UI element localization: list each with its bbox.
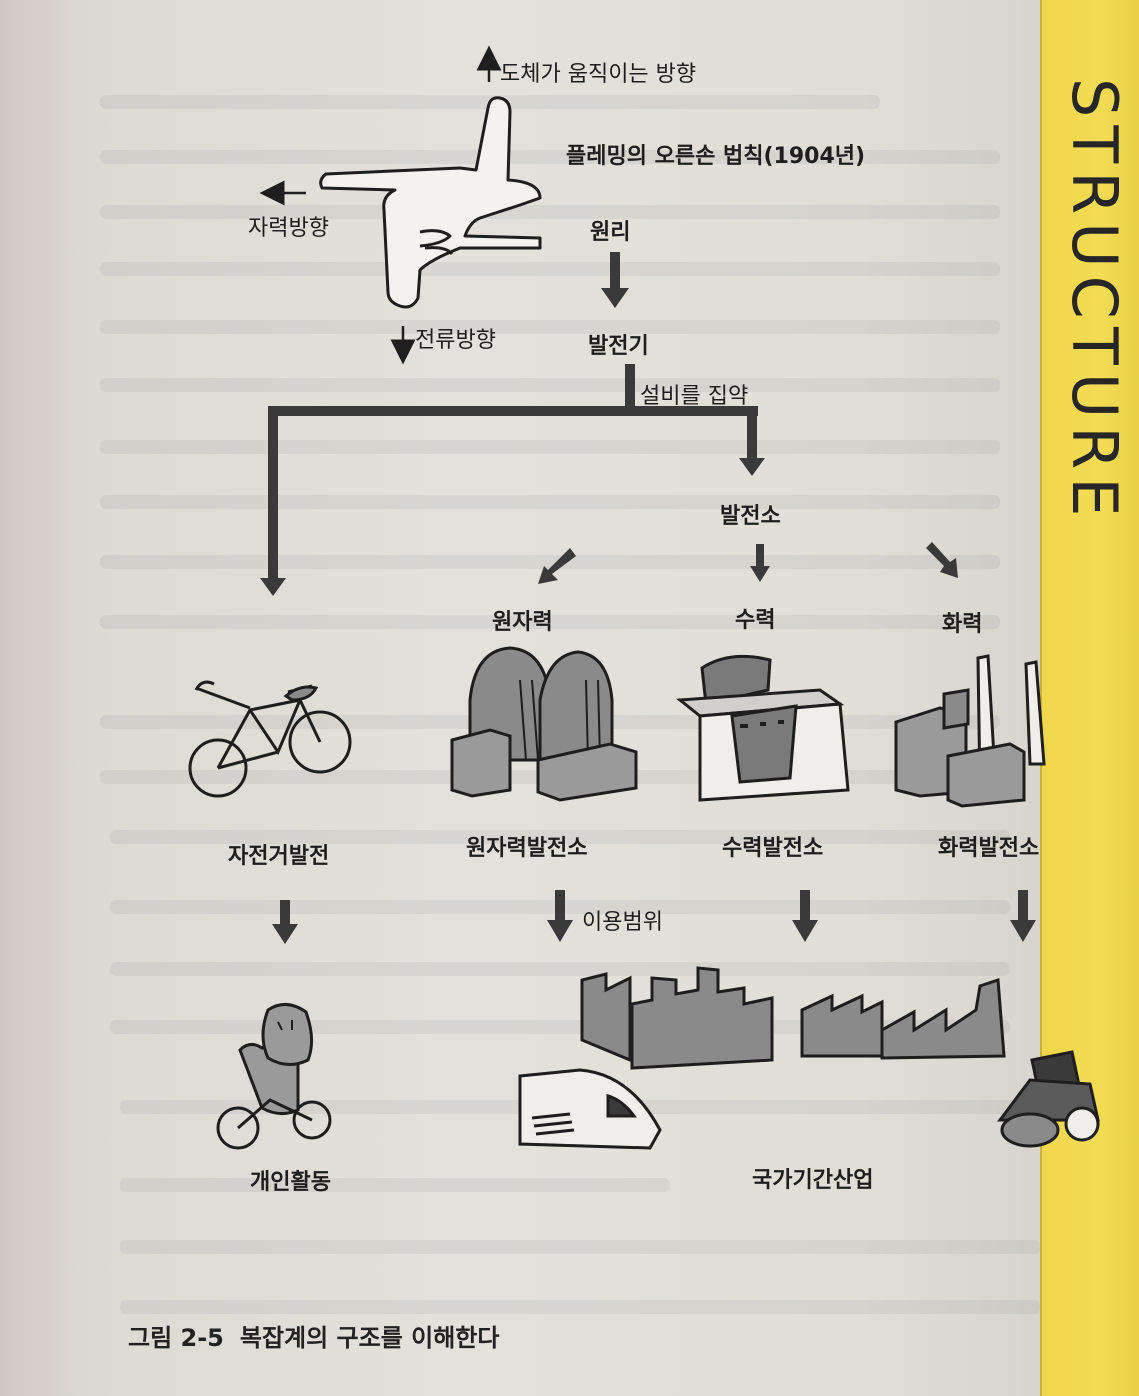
type-nuclear-label: 원자력 bbox=[492, 610, 553, 635]
generator-label: 발전기 bbox=[588, 334, 649, 359]
figure-title: 복잡계의 구조를 이해한다 bbox=[239, 1324, 500, 1352]
nuclear-plant-label: 원자력발전소 bbox=[466, 836, 588, 861]
national-industry-label: 국가기간산업 bbox=[752, 1168, 874, 1193]
nuclear-plant-icon bbox=[450, 646, 638, 802]
motion-direction-label: 도체가 움직이는 방향 bbox=[500, 62, 697, 87]
plant-branch-arrows bbox=[538, 542, 958, 584]
cyclist-icon bbox=[216, 1003, 332, 1150]
power-plant-label: 발전소 bbox=[720, 504, 781, 529]
usage-arrows bbox=[272, 890, 1036, 944]
city-icon bbox=[580, 966, 774, 1070]
hand-icon bbox=[319, 96, 542, 309]
thermal-plant-icon bbox=[894, 654, 1046, 808]
figure-number: 그림 2-5 bbox=[128, 1324, 224, 1352]
force-direction-label: 자력방향 bbox=[248, 216, 329, 241]
type-hydro-label: 수력 bbox=[735, 608, 776, 633]
branch-connector bbox=[260, 364, 765, 596]
section-tab-label: STRUCTURE bbox=[1058, 78, 1131, 525]
figure-caption: 그림 2-5 복잡계의 구조를 이해한다 bbox=[128, 1318, 515, 1353]
roller-icon bbox=[997, 1050, 1100, 1148]
personal-activity-label: 개인활동 bbox=[250, 1170, 331, 1195]
hydro-plant-label: 수력발전소 bbox=[722, 836, 824, 861]
train-icon bbox=[518, 1068, 662, 1150]
dam-icon bbox=[676, 654, 850, 802]
section-tab bbox=[1040, 0, 1139, 1396]
thermal-plant-label: 화력발전소 bbox=[938, 836, 1040, 861]
usage-range-label: 이용범위 bbox=[582, 910, 663, 935]
bicycle-generation-label: 자전거발전 bbox=[228, 844, 330, 869]
current-direction-label: 전류방향 bbox=[415, 328, 496, 353]
law-title: 플레밍의 오른손 법칙(1904년) bbox=[566, 144, 866, 169]
principle-label: 원리 bbox=[590, 220, 631, 245]
factory-icon bbox=[800, 977, 1006, 1060]
principle-arrow bbox=[601, 252, 629, 308]
type-thermal-label: 화력 bbox=[942, 612, 983, 637]
bicycle-icon bbox=[188, 680, 352, 798]
consolidate-label: 설비를 집약 bbox=[640, 384, 749, 409]
